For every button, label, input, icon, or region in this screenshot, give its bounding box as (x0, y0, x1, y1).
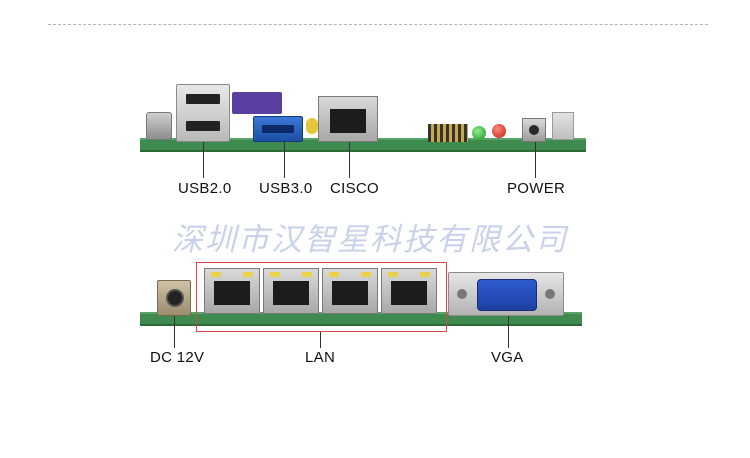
dc-label: DC 12V (150, 349, 205, 366)
pin-header (428, 124, 468, 142)
usb3-port (253, 116, 303, 142)
dc-leader (174, 316, 175, 348)
bottom-board-photo (140, 262, 582, 332)
company-watermark: 深圳市汉智星科技有限公司 (172, 222, 568, 258)
vga-port (477, 279, 537, 311)
cisco-rj45-port (318, 96, 378, 142)
left-connector (146, 112, 172, 140)
power-label: POWER (507, 180, 566, 197)
header-block (232, 92, 282, 114)
usb3-leader (284, 142, 285, 178)
top-dashed-divider (48, 24, 708, 25)
usb2-label: USB2.0 (178, 180, 232, 197)
usb2-leader (203, 142, 204, 178)
lan-label: LAN (305, 349, 336, 366)
cisco-leader (349, 142, 350, 178)
vga-label: VGA (491, 349, 524, 366)
lan-port-1 (204, 268, 260, 314)
lan-highlight-box (196, 262, 447, 332)
usb2-port-stack (176, 84, 230, 142)
power-leader (535, 142, 536, 178)
cisco-label: CISCO (330, 180, 380, 197)
lan-port-2 (263, 268, 319, 314)
vga-leader (508, 316, 509, 348)
top-board-photo (0, 0, 750, 160)
red-led (492, 124, 506, 138)
dc-jack (157, 280, 191, 316)
green-led (472, 126, 486, 140)
right-header (552, 112, 574, 140)
lan-port-4 (381, 268, 437, 314)
lan-leader (320, 332, 321, 348)
vga-bracket (448, 272, 564, 316)
yellow-capacitor (306, 118, 318, 134)
power-button (522, 118, 546, 142)
usb3-label: USB3.0 (259, 180, 313, 197)
lan-port-3 (322, 268, 378, 314)
